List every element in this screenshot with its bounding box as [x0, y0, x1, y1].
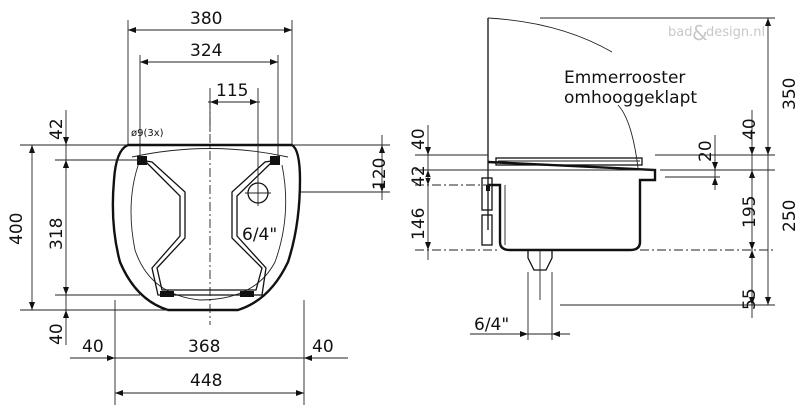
grid-folded: [495, 157, 643, 166]
dim-40-side-left: 40: [409, 128, 429, 150]
dim-318: 318: [47, 218, 67, 250]
side-view: Emmerrooster omhooggeklapt 40 42 146 20 …: [409, 17, 800, 340]
grid-swing-arc: [487, 17, 613, 53]
dim-115: 115: [216, 81, 248, 101]
sink-body: [487, 160, 657, 252]
watermark-right: design.nl: [706, 25, 765, 40]
grid-note-line1: Emmerrooster: [564, 68, 685, 88]
dim-40-bottom-left: 40: [82, 337, 104, 357]
basin-inner-rim: [131, 148, 289, 158]
front-view: 380 324 115 ø9(3x) 42 400 318 40: [7, 9, 390, 405]
watermark-left: bad: [668, 25, 692, 40]
dim-400: 400: [7, 213, 27, 245]
dim-40-side-right: 40: [740, 118, 760, 140]
dim-250: 250: [780, 200, 800, 232]
dim-448: 448: [190, 371, 222, 391]
watermark-amp: &: [692, 21, 708, 45]
dim-324: 324: [190, 41, 222, 61]
dim-20: 20: [696, 140, 716, 162]
dim-40-left-vertical: 40: [47, 323, 67, 345]
watermark: bad & design.nl: [668, 21, 765, 45]
dim-380: 380: [190, 9, 222, 29]
dim-55: 55: [740, 288, 760, 310]
dim-350: 350: [780, 78, 800, 110]
outlet-label-front: 6/4": [242, 225, 277, 245]
basin-outline: [111, 143, 302, 312]
grid-note-line2: omhooggeklapt: [564, 88, 697, 108]
dim-368: 368: [188, 337, 220, 357]
dim-195: 195: [740, 196, 760, 228]
dim-146: 146: [409, 208, 429, 240]
dim-40-bottom-right: 40: [312, 337, 334, 357]
basin-inner-bowl: [130, 159, 287, 301]
dim-42-left: 42: [47, 118, 67, 140]
outlet-label-side: 6/4": [474, 315, 509, 335]
hole-label: ø9(3x): [131, 128, 164, 139]
dim-120: 120: [370, 158, 390, 190]
dim-42-side: 42: [409, 165, 429, 187]
